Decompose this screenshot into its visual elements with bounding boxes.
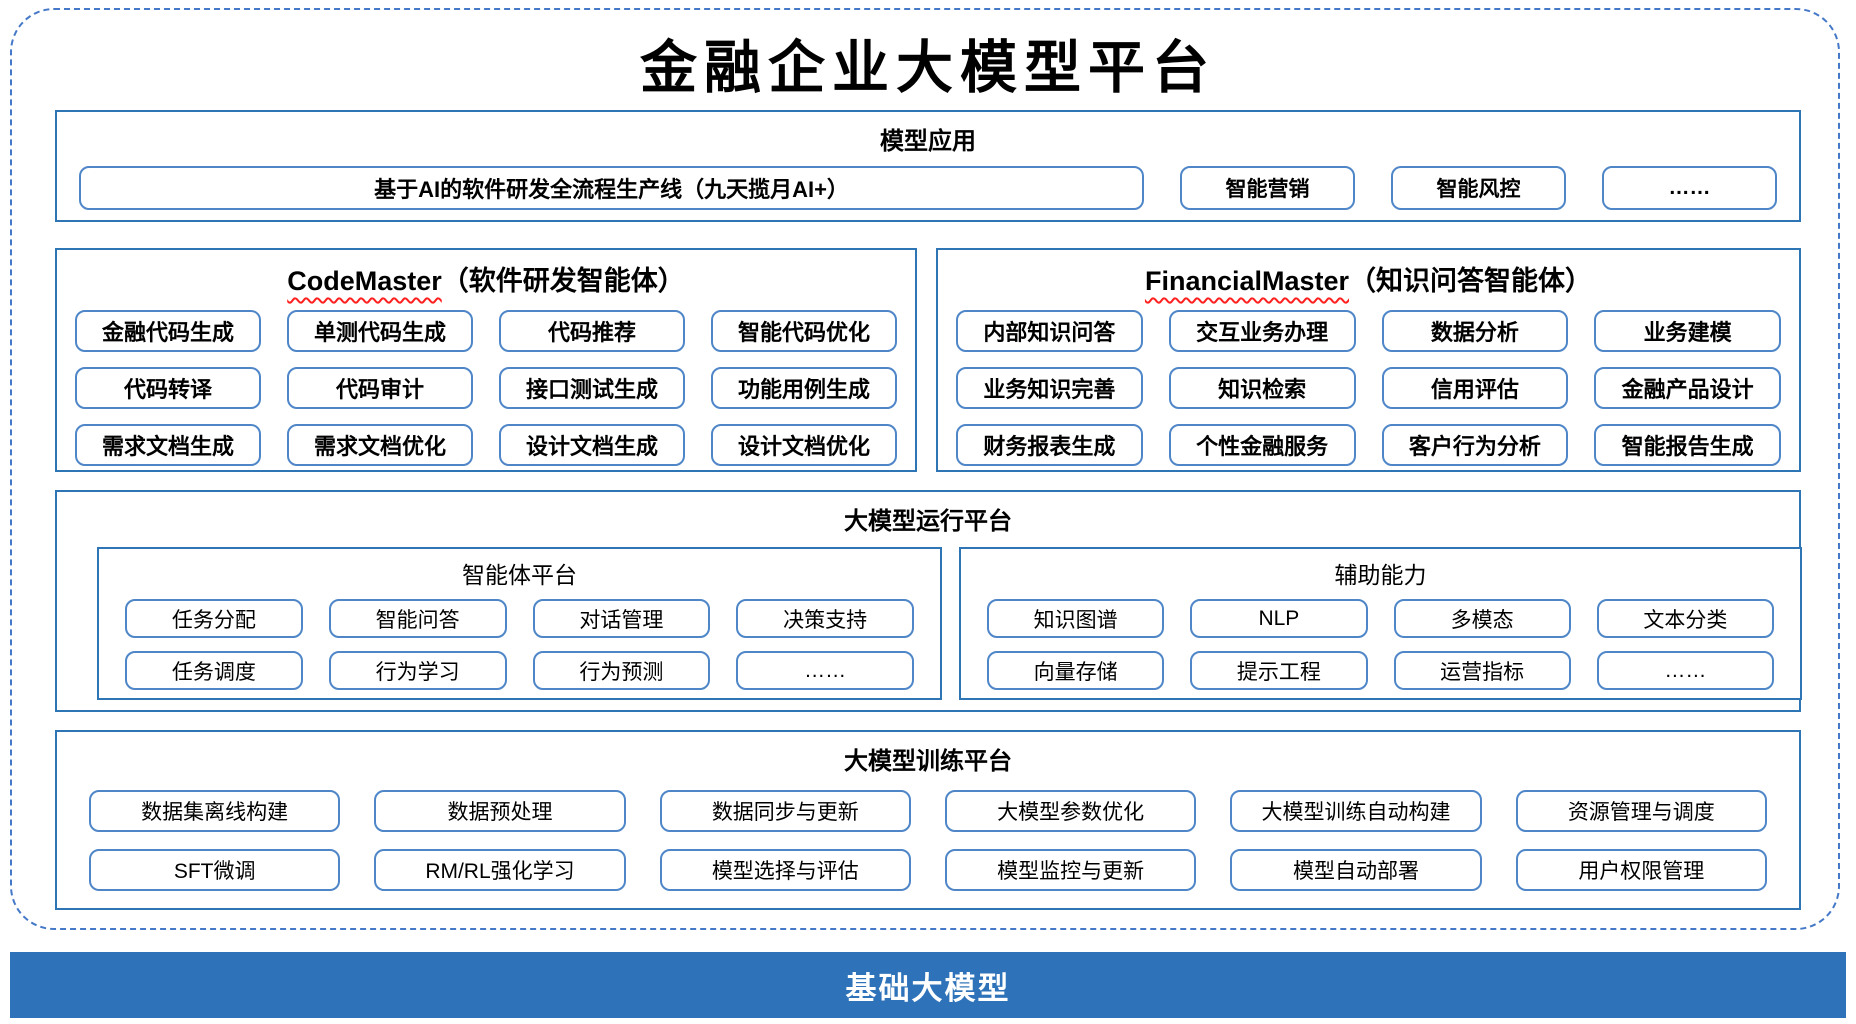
training-item: 数据预处理 xyxy=(374,790,626,832)
aux-ability-item: 向量存储 xyxy=(987,651,1165,690)
model-app-item: 智能营销 xyxy=(1180,166,1355,210)
training-platform-grid: 数据集离线构建 数据预处理 数据同步与更新 大模型参数优化 大模型训练自动构建 … xyxy=(57,776,1799,891)
model-application-row: 基于AI的软件研发全流程生产线（九天揽月AI+） 智能营销 智能风控 …… xyxy=(57,156,1799,210)
section-model-application-header: 模型应用 xyxy=(880,128,976,155)
financialmaster-item: 财务报表生成 xyxy=(956,424,1143,466)
codemaster-name: CodeMaster xyxy=(287,266,442,296)
model-app-item-more: …… xyxy=(1602,166,1777,210)
section-model-application: 模型应用 基于AI的软件研发全流程生产线（九天揽月AI+） 智能营销 智能风控 … xyxy=(55,110,1801,222)
training-item: 用户权限管理 xyxy=(1515,849,1767,891)
financialmaster-item: 业务建模 xyxy=(1594,310,1781,352)
financialmaster-header: FinancialMaster（知识问答智能体） xyxy=(938,250,1799,298)
section-training-platform: 大模型训练平台 数据集离线构建 数据预处理 数据同步与更新 大模型参数优化 大模… xyxy=(55,730,1801,910)
training-item: 大模型训练自动构建 xyxy=(1230,790,1482,832)
foundation-model-label: 基础大模型 xyxy=(845,970,1011,1006)
training-item: 数据集离线构建 xyxy=(89,790,341,832)
financialmaster-grid: 内部知识问答 交互业务办理 数据分析 业务建模 业务知识完善 知识检索 信用评估… xyxy=(938,298,1799,466)
aux-ability-item: 提示工程 xyxy=(1190,651,1368,690)
codemaster-item: 金融代码生成 xyxy=(75,310,261,352)
aux-ability-item: 运营指标 xyxy=(1393,651,1571,690)
training-item: SFT微调 xyxy=(89,849,341,891)
financialmaster-item: 金融产品设计 xyxy=(1594,367,1781,409)
financialmaster-subtitle: （知识问答智能体） xyxy=(1349,266,1593,296)
section-runtime-platform: 大模型运行平台 智能体平台 任务分配 智能问答 对话管理 决策支持 任务调度 行… xyxy=(55,490,1802,712)
training-item: 数据同步与更新 xyxy=(659,790,911,832)
training-platform-header: 大模型训练平台 xyxy=(844,748,1012,775)
financialmaster-item: 信用评估 xyxy=(1381,367,1569,409)
financialmaster-item: 知识检索 xyxy=(1168,367,1356,409)
aux-ability-item: NLP xyxy=(1190,599,1368,638)
codemaster-item: 需求文档生成 xyxy=(75,424,261,466)
page-title: 金融企业大模型平台 xyxy=(640,34,1216,101)
codemaster-item: 接口测试生成 xyxy=(499,367,685,409)
training-item: 模型选择与评估 xyxy=(659,849,911,891)
agent-platform-item: 任务调度 xyxy=(125,651,303,690)
codemaster-item: 智能代码优化 xyxy=(711,310,897,352)
training-item: 大模型参数优化 xyxy=(944,790,1197,832)
outer-dashed-frame xyxy=(10,8,1840,930)
financialmaster-item: 交互业务办理 xyxy=(1168,310,1356,352)
agent-platform-header: 智能体平台 xyxy=(462,562,577,588)
aux-ability-item: 多模态 xyxy=(1393,599,1571,638)
model-app-main-item: 基于AI的软件研发全流程生产线（九天揽月AI+） xyxy=(79,166,1144,210)
training-item: 模型自动部署 xyxy=(1230,849,1482,891)
codemaster-subtitle: （软件研发智能体） xyxy=(441,266,685,296)
training-item: 模型监控与更新 xyxy=(944,849,1197,891)
financialmaster-item: 数据分析 xyxy=(1381,310,1569,352)
codemaster-item: 设计文档生成 xyxy=(499,424,685,466)
agent-platform-item-more: …… xyxy=(736,651,914,690)
foundation-model-bar: 基础大模型 xyxy=(10,952,1846,1018)
agent-platform-item: 决策支持 xyxy=(736,599,914,638)
agent-platform-item: 行为学习 xyxy=(328,651,507,690)
agent-platform-grid: 任务分配 智能问答 对话管理 决策支持 任务调度 行为学习 行为预测 …… xyxy=(99,590,940,690)
codemaster-item: 设计文档优化 xyxy=(711,424,897,466)
codemaster-item: 代码审计 xyxy=(287,367,473,409)
agent-platform-item: 任务分配 xyxy=(125,599,303,638)
aux-ability-header: 辅助能力 xyxy=(1334,562,1427,588)
training-item: 资源管理与调度 xyxy=(1515,790,1767,832)
codemaster-header: CodeMaster（软件研发智能体） xyxy=(57,250,915,298)
financialmaster-item: 智能报告生成 xyxy=(1594,424,1781,466)
section-financialmaster: FinancialMaster（知识问答智能体） 内部知识问答 交互业务办理 数… xyxy=(936,248,1801,472)
aux-ability-item: 知识图谱 xyxy=(987,599,1165,638)
agent-platform-item: 对话管理 xyxy=(532,599,711,638)
codemaster-item: 单测代码生成 xyxy=(287,310,473,352)
agent-platform-item: 智能问答 xyxy=(328,599,507,638)
agent-platform-box: 智能体平台 任务分配 智能问答 对话管理 决策支持 任务调度 行为学习 行为预测… xyxy=(97,547,942,700)
training-item: RM/RL强化学习 xyxy=(374,849,626,891)
model-app-item: 智能风控 xyxy=(1391,166,1566,210)
codemaster-item: 功能用例生成 xyxy=(711,367,897,409)
runtime-platform-header: 大模型运行平台 xyxy=(844,508,1012,535)
aux-ability-item: 文本分类 xyxy=(1596,599,1774,638)
financialmaster-item: 内部知识问答 xyxy=(956,310,1143,352)
section-codemaster: CodeMaster（软件研发智能体） 金融代码生成 单测代码生成 代码推荐 智… xyxy=(55,248,917,472)
codemaster-grid: 金融代码生成 单测代码生成 代码推荐 智能代码优化 代码转译 代码审计 接口测试… xyxy=(57,298,915,466)
codemaster-item: 代码转译 xyxy=(75,367,261,409)
codemaster-item: 需求文档优化 xyxy=(287,424,473,466)
codemaster-item: 代码推荐 xyxy=(499,310,685,352)
financialmaster-item: 个性金融服务 xyxy=(1168,424,1356,466)
aux-ability-item-more: …… xyxy=(1596,651,1774,690)
aux-ability-grid: 知识图谱 NLP 多模态 文本分类 向量存储 提示工程 运营指标 …… xyxy=(961,590,1800,690)
financialmaster-name: FinancialMaster xyxy=(1144,266,1350,296)
aux-ability-box: 辅助能力 知识图谱 NLP 多模态 文本分类 向量存储 提示工程 运营指标 …… xyxy=(959,547,1802,700)
financialmaster-item: 业务知识完善 xyxy=(956,367,1143,409)
financialmaster-item: 客户行为分析 xyxy=(1381,424,1569,466)
agent-platform-item: 行为预测 xyxy=(532,651,711,690)
